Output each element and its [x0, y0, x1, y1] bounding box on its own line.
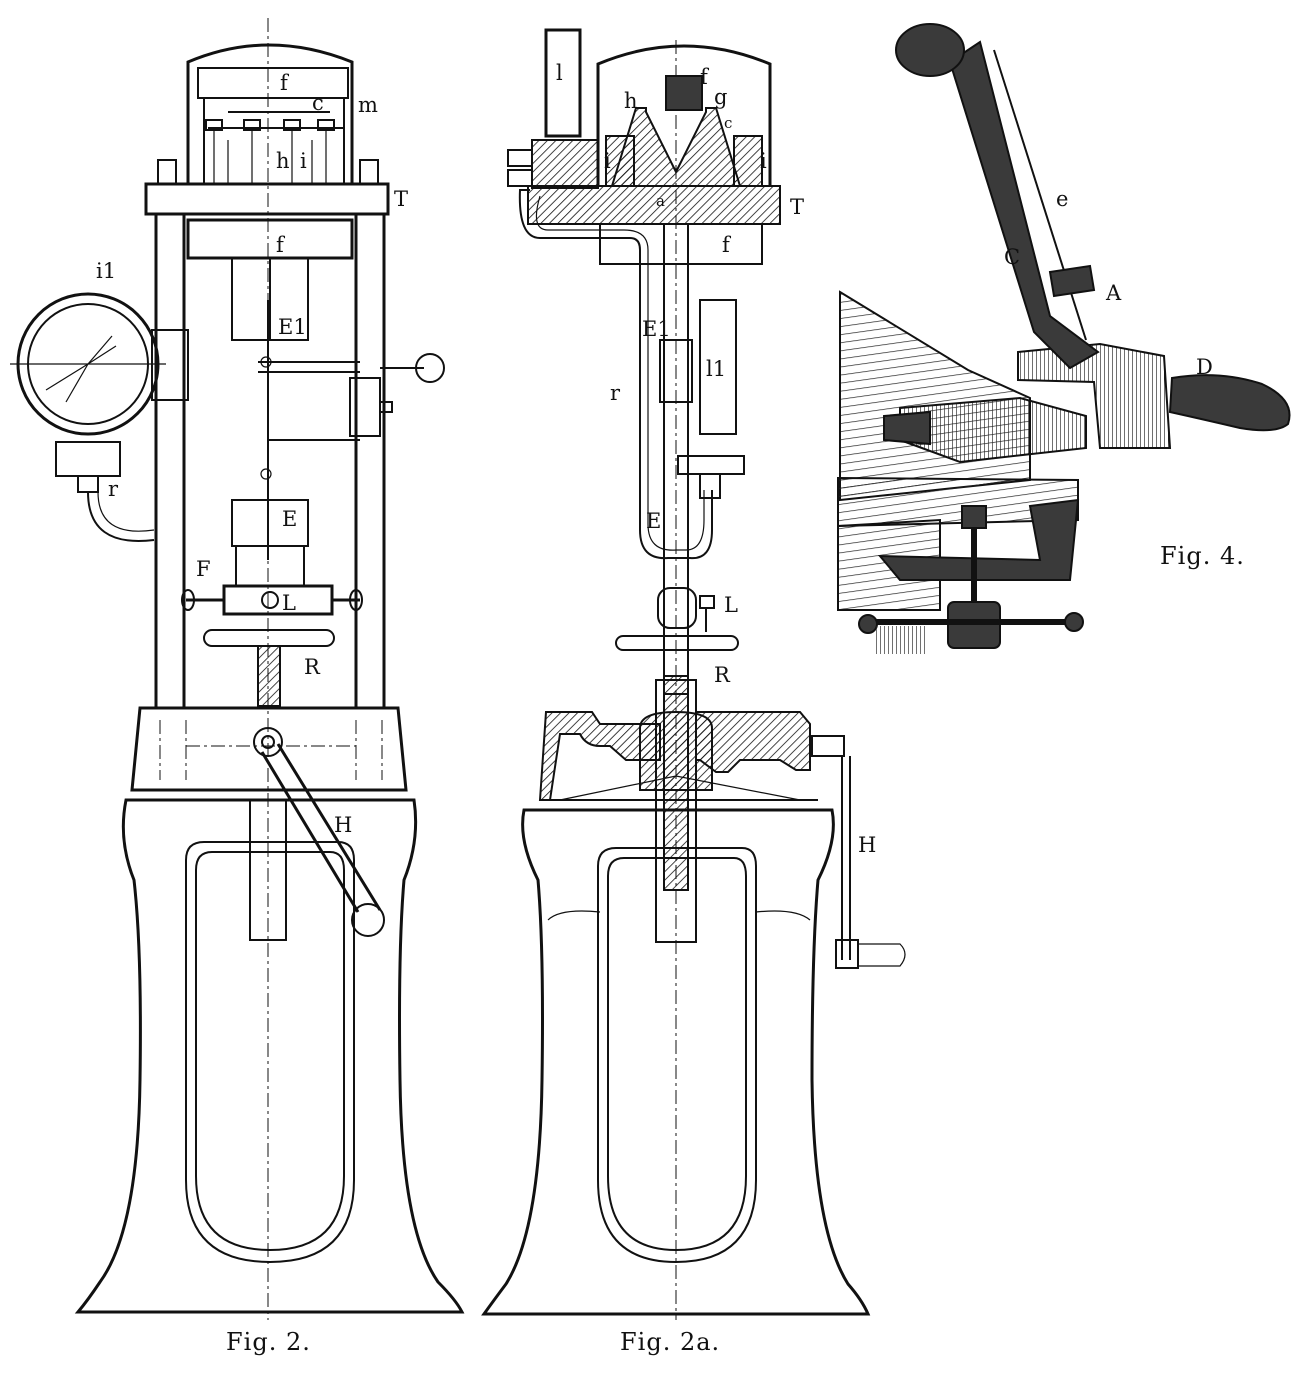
fig2a-label-H: H: [858, 833, 876, 857]
fig2-label-R: R: [304, 655, 321, 679]
fig2a-label-E: E: [646, 509, 661, 533]
fig2-label-T: T: [394, 187, 408, 211]
fig2-label-r: r: [108, 477, 119, 501]
fig2a-label-a: a: [656, 192, 665, 210]
fig2-label-E1: E1: [278, 315, 307, 339]
fig2-label-L: L: [282, 591, 296, 615]
fig2-label-f-top: f: [280, 71, 290, 95]
figure-2-press-front-view: [10, 18, 465, 1320]
fig2a-label-l1: l1: [706, 357, 726, 381]
fig2a-label-f2: f: [722, 233, 732, 257]
fig2a-label-T: T: [790, 195, 804, 219]
fig2a-label-L: L: [724, 593, 738, 617]
figure-4-bench-clamp-perspective: [837, 23, 1291, 654]
figure-2a-press-section-view: [481, 28, 906, 1320]
fig4-label-D: D: [1196, 355, 1213, 379]
fig2a-label-i-right: i: [760, 149, 767, 173]
fig2a-label-l: l: [556, 61, 563, 85]
fig2-label-F: F: [196, 557, 211, 581]
fig2a-caption: Fig. 2a.: [620, 1328, 720, 1356]
fig2-label-f: f: [276, 233, 286, 257]
fig2-label-i1: i1: [96, 259, 116, 283]
fig2a-label-c: c: [724, 114, 732, 132]
fig2a-label-i-left: i: [604, 149, 611, 173]
fig2-label-i: i: [300, 149, 307, 173]
fig2-label-h: h: [276, 149, 290, 173]
fig2a-label-E1: E1: [642, 317, 671, 341]
fig2a-label-h: h: [624, 89, 638, 113]
fig4-caption: Fig. 4.: [1160, 542, 1245, 570]
fig2-caption: Fig. 2.: [226, 1328, 311, 1356]
fig4-label-e: e: [1056, 187, 1068, 211]
fig2-label-c: c: [312, 91, 324, 115]
fig2a-label-r: r: [610, 381, 621, 405]
fig4-label-A: A: [1105, 281, 1122, 305]
fig2-label-H: H: [334, 813, 352, 837]
fig2a-label-f: f: [700, 65, 710, 89]
fig2-label-m: m: [358, 93, 378, 117]
fig2a-label-R: R: [714, 663, 731, 687]
fig4-label-C: C: [1004, 245, 1020, 269]
fig2-label-E: E: [282, 507, 297, 531]
fig2a-label-g: g: [714, 85, 727, 109]
